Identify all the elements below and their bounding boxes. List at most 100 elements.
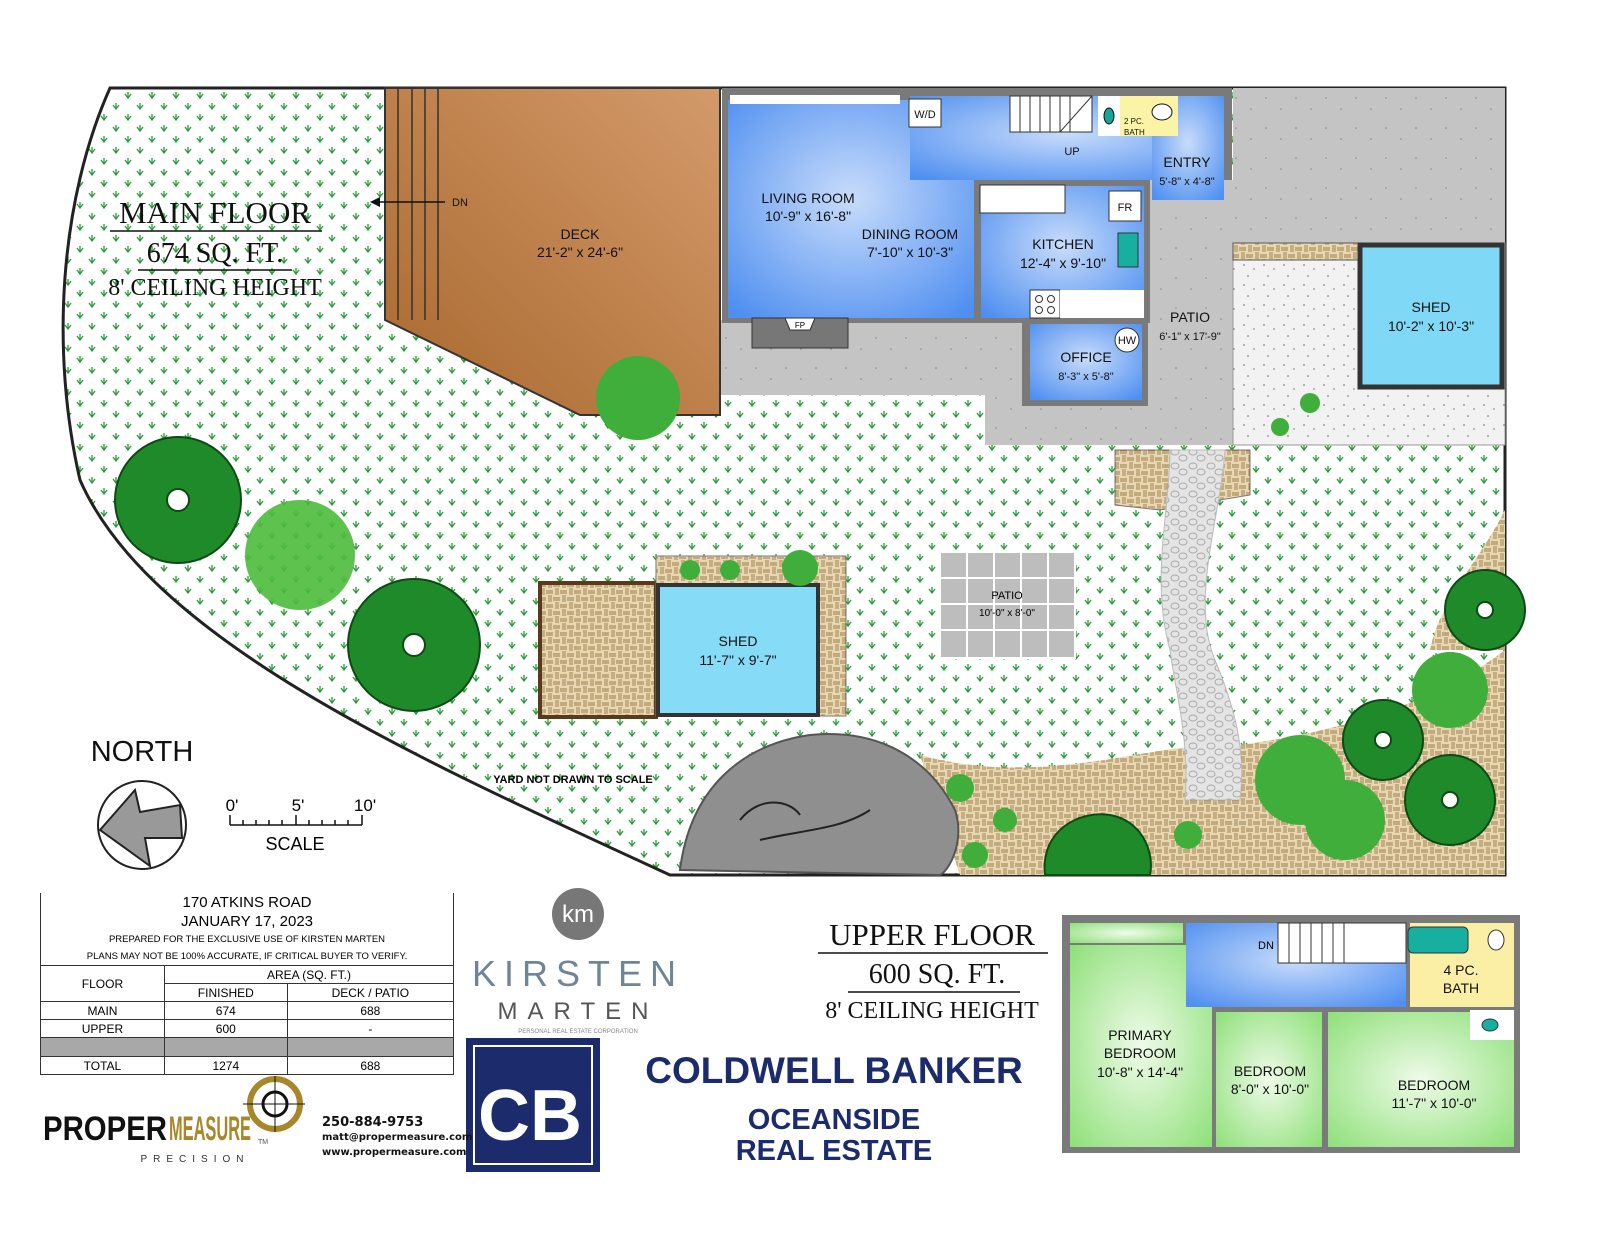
cell: 600 bbox=[163, 1019, 288, 1038]
shed-yard bbox=[656, 583, 820, 717]
main-floor-title: MAIN FLOOR bbox=[119, 195, 311, 230]
bedroom-3-size: 11'-7" x 10'-0" bbox=[1391, 1095, 1476, 1111]
hot-water-tank bbox=[1114, 327, 1140, 353]
scale-bar bbox=[229, 815, 363, 826]
pm-website[interactable]: www.propermeasure.com bbox=[322, 1147, 467, 1158]
patio-pavers bbox=[939, 551, 1076, 659]
coldwell-banker-logo: CB COLDWELL BANKER OCEANSIDE REAL ESTATE bbox=[466, 1038, 1023, 1172]
bathtub-icon bbox=[1407, 926, 1469, 954]
toilet-icon bbox=[1151, 103, 1173, 121]
cell: TOTAL bbox=[40, 1056, 165, 1075]
kitchen-sink bbox=[1117, 232, 1139, 268]
bath-label-2: BATH bbox=[1124, 128, 1145, 137]
upper-floor-ceiling: 8' CEILING HEIGHT bbox=[825, 998, 1039, 1024]
north-arrow-pointer-icon bbox=[98, 787, 184, 869]
dining-room-size: 7'-10" x 10'-3" bbox=[867, 244, 953, 260]
office-size: 8'-3" x 5'-8" bbox=[1058, 371, 1114, 383]
window-seat bbox=[730, 95, 900, 104]
north-label: NORTH bbox=[91, 736, 194, 768]
entry-size: 5'-8" x 4'-8" bbox=[1159, 176, 1215, 188]
hw-label: HW bbox=[1118, 335, 1137, 347]
shed-right-name: SHED bbox=[1412, 299, 1451, 315]
stone-path bbox=[1160, 449, 1243, 801]
trees bbox=[114, 436, 1526, 876]
kirsten-last: MARTEN bbox=[498, 998, 659, 1025]
shrubs bbox=[245, 356, 1488, 868]
cell: 674 bbox=[163, 1001, 288, 1020]
kirsten-first: KIRSTEN bbox=[472, 953, 684, 994]
scale-tick: 10' bbox=[354, 796, 376, 815]
primary-bedroom-name-2: BEDROOM bbox=[1104, 1045, 1176, 1061]
pm-logo-a: PROPER bbox=[43, 1110, 167, 1148]
wd-label: W/D bbox=[914, 109, 935, 121]
upper-floor-plan bbox=[1062, 915, 1520, 1153]
rock-detail bbox=[739, 801, 871, 841]
kirsten-sub: PERSONAL REAL ESTATE CORPORATION bbox=[518, 1029, 638, 1035]
bedroom-3-name: BEDROOM bbox=[1398, 1077, 1470, 1093]
pm-logo-b: MEASURE bbox=[169, 1110, 251, 1148]
living-room-name: LIVING ROOM bbox=[761, 190, 854, 206]
fr-label: FR bbox=[1118, 202, 1133, 214]
col-deck: DECK / PATIO bbox=[286, 983, 455, 1002]
area-table: 170 ATKINS ROAD JANUARY 17, 2023 PREPARE… bbox=[40, 893, 455, 1075]
bedroom-2 bbox=[1216, 1012, 1322, 1147]
coldwell-name: COLDWELL BANKER bbox=[645, 1050, 1023, 1091]
fp-label: FP bbox=[795, 321, 805, 330]
coldwell-line2: OCEANSIDE bbox=[748, 1104, 920, 1136]
cell: 1274 bbox=[163, 1056, 288, 1075]
cell bbox=[40, 1037, 165, 1057]
entry-name: ENTRY bbox=[1163, 154, 1211, 170]
scale-label: SCALE bbox=[265, 834, 324, 854]
table-row-blank bbox=[40, 1037, 455, 1057]
cell: - bbox=[286, 1019, 455, 1038]
washer-dryer bbox=[908, 98, 942, 128]
bedroom-2-name: BEDROOM bbox=[1234, 1063, 1306, 1079]
cell: UPPER bbox=[40, 1019, 165, 1038]
address: 170 ATKINS ROAD bbox=[40, 893, 454, 912]
main-floor-ceiling: 8' CEILING HEIGHT bbox=[108, 275, 322, 301]
pm-tm: TM bbox=[258, 1139, 268, 1146]
main-floor-area: 674 SQ. FT. bbox=[147, 238, 283, 269]
scale-tick: 5' bbox=[292, 796, 305, 815]
bath-label: 2 PC. bbox=[1124, 117, 1144, 126]
primary-bedroom-name: PRIMARY bbox=[1108, 1027, 1172, 1043]
sink-icon bbox=[1103, 107, 1115, 125]
kitchen-counter-2 bbox=[1060, 290, 1144, 318]
house-main-floor: W/D UP 2 PC. BATH FR FP HW bbox=[722, 88, 1232, 406]
office-name: OFFICE bbox=[1060, 349, 1111, 365]
upper-floor-area: 600 SQ. FT. bbox=[869, 959, 1005, 990]
col-area: AREA (SQ. FT.) bbox=[163, 965, 455, 984]
kitchen-counter bbox=[979, 184, 1066, 214]
kitchen-size: 12'-4" x 9'-10" bbox=[1020, 255, 1106, 271]
main-staircase bbox=[1009, 95, 1093, 133]
deck-name: DECK bbox=[561, 226, 601, 242]
patio-yard-size: 10'-0" x 8'-0" bbox=[979, 608, 1035, 619]
date: JANUARY 17, 2023 bbox=[40, 912, 454, 931]
upper-dn-label: DN bbox=[1258, 940, 1274, 952]
cell bbox=[286, 1037, 455, 1057]
shed-yard-name: SHED bbox=[719, 633, 758, 649]
shed-yard-size: 11'-7" x 9'-7" bbox=[699, 652, 776, 668]
cell: 688 bbox=[286, 1001, 455, 1020]
coldwell-line3: REAL ESTATE bbox=[736, 1135, 933, 1167]
planter bbox=[1232, 242, 1359, 261]
upper-floor-title: UPPER FLOOR bbox=[829, 917, 1035, 952]
pm-sub: PRECISION bbox=[140, 1154, 249, 1165]
scale-tick: 0' bbox=[226, 796, 239, 815]
prepared-note: PREPARED FOR THE EXCLUSIVE USE OF KIRSTE… bbox=[40, 931, 454, 948]
patio-yard-name: PATIO bbox=[991, 590, 1023, 602]
bedroom-2-size: 8'-0" x 10'-0" bbox=[1231, 1081, 1309, 1097]
patio-size: 6'-1" x 17'-9" bbox=[1159, 331, 1221, 343]
stairs-arrow-head bbox=[370, 197, 380, 207]
deck-dn-label: DN bbox=[452, 197, 468, 209]
up-label: UP bbox=[1064, 146, 1079, 158]
yard-note: YARD NOT DRAWN TO SCALE bbox=[493, 774, 653, 786]
deck-size: 21'-2" x 24'-6" bbox=[537, 244, 623, 260]
deck-stairs bbox=[397, 88, 439, 320]
pm-email[interactable]: matt@propermeasure.com bbox=[322, 1132, 473, 1143]
